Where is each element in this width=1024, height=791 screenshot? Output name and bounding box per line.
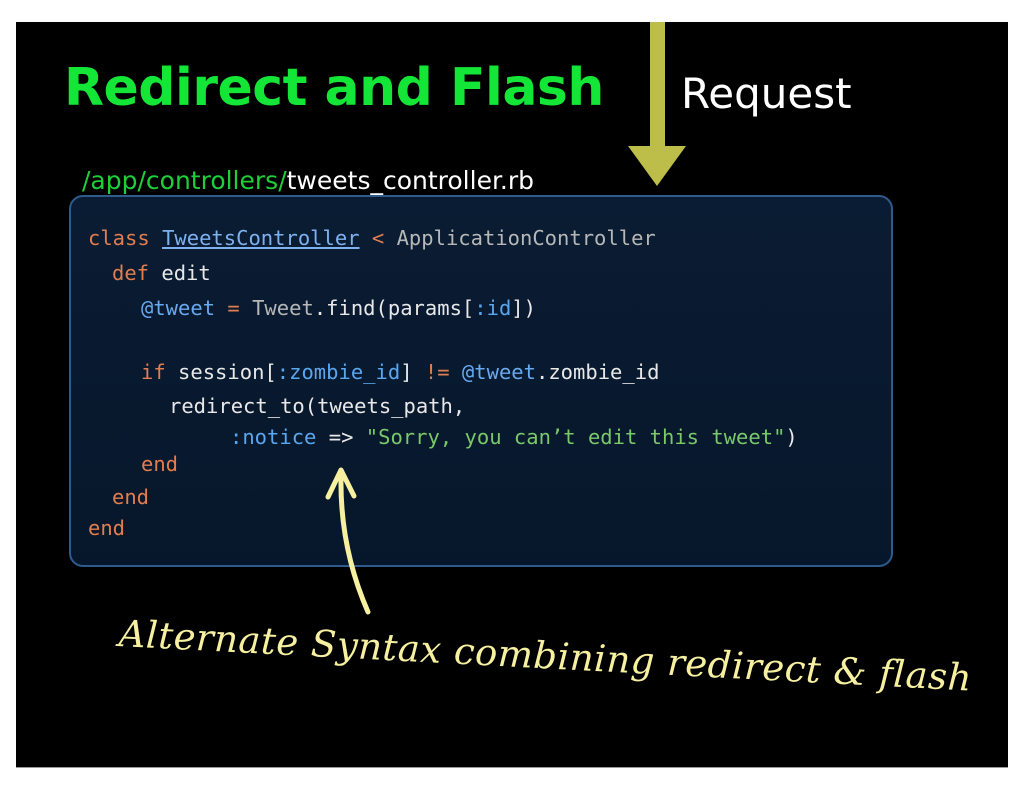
- slide-title: Redirect and Flash: [64, 58, 604, 118]
- code-text: redirect_to(tweets_path,: [169, 394, 466, 418]
- code-text: ): [785, 425, 798, 449]
- code-line-9: end: [88, 518, 125, 539]
- code-hash-arrow: =>: [328, 425, 354, 449]
- code-line-6: :notice => "Sorry, you can’t edit this t…: [230, 427, 798, 448]
- code-line-3: @tweet = Tweet.find(params[:id]): [141, 298, 536, 319]
- code-line-2: def edit: [112, 263, 211, 284]
- code-symbol: :zombie_id: [276, 360, 401, 384]
- code-inherit-operator: <: [371, 226, 385, 250]
- code-keyword: def: [112, 261, 150, 285]
- code-superclass: ApplicationController: [396, 226, 656, 250]
- code-text: session[: [178, 360, 277, 384]
- code-text: ]): [511, 296, 536, 320]
- file-path: /app/controllers/tweets_controller.rb: [82, 168, 534, 193]
- request-label: Request: [681, 69, 852, 118]
- code-box: [69, 195, 893, 567]
- request-arrow-icon: [628, 22, 686, 186]
- code-constant: Tweet: [252, 296, 314, 320]
- code-instance-variable: @tweet: [461, 360, 536, 384]
- code-line-8: end: [112, 487, 149, 508]
- code-symbol: :id: [474, 296, 512, 320]
- code-keyword: end: [141, 452, 179, 476]
- code-line-5: redirect_to(tweets_path,: [169, 396, 465, 417]
- code-keyword: end: [112, 485, 150, 509]
- code-line-1: class TweetsController < ApplicationCont…: [88, 228, 656, 249]
- code-string: "Sorry, you can’t edit this tweet": [365, 425, 786, 449]
- code-text: .find(params[: [313, 296, 475, 320]
- code-class-name: TweetsController: [162, 226, 360, 250]
- code-not-equal-operator: !=: [424, 360, 450, 384]
- file-path-directory: /app/controllers/: [82, 166, 287, 195]
- file-path-filename: tweets_controller.rb: [286, 166, 535, 195]
- code-keyword: if: [141, 360, 166, 384]
- code-keyword: class: [88, 226, 150, 250]
- code-method-name: edit: [161, 261, 211, 285]
- code-line-7: end: [141, 454, 178, 475]
- code-symbol: :notice: [230, 425, 317, 449]
- code-text: .zombie_id: [535, 360, 660, 384]
- annotation-arrow-icon: [325, 467, 371, 615]
- code-assign-operator: =: [227, 296, 240, 320]
- code-keyword: end: [88, 516, 126, 540]
- code-instance-variable: @tweet: [141, 296, 216, 320]
- code-line-4: if session[:zombie_id] != @tweet.zombie_…: [141, 362, 659, 383]
- code-text: ]: [400, 360, 425, 384]
